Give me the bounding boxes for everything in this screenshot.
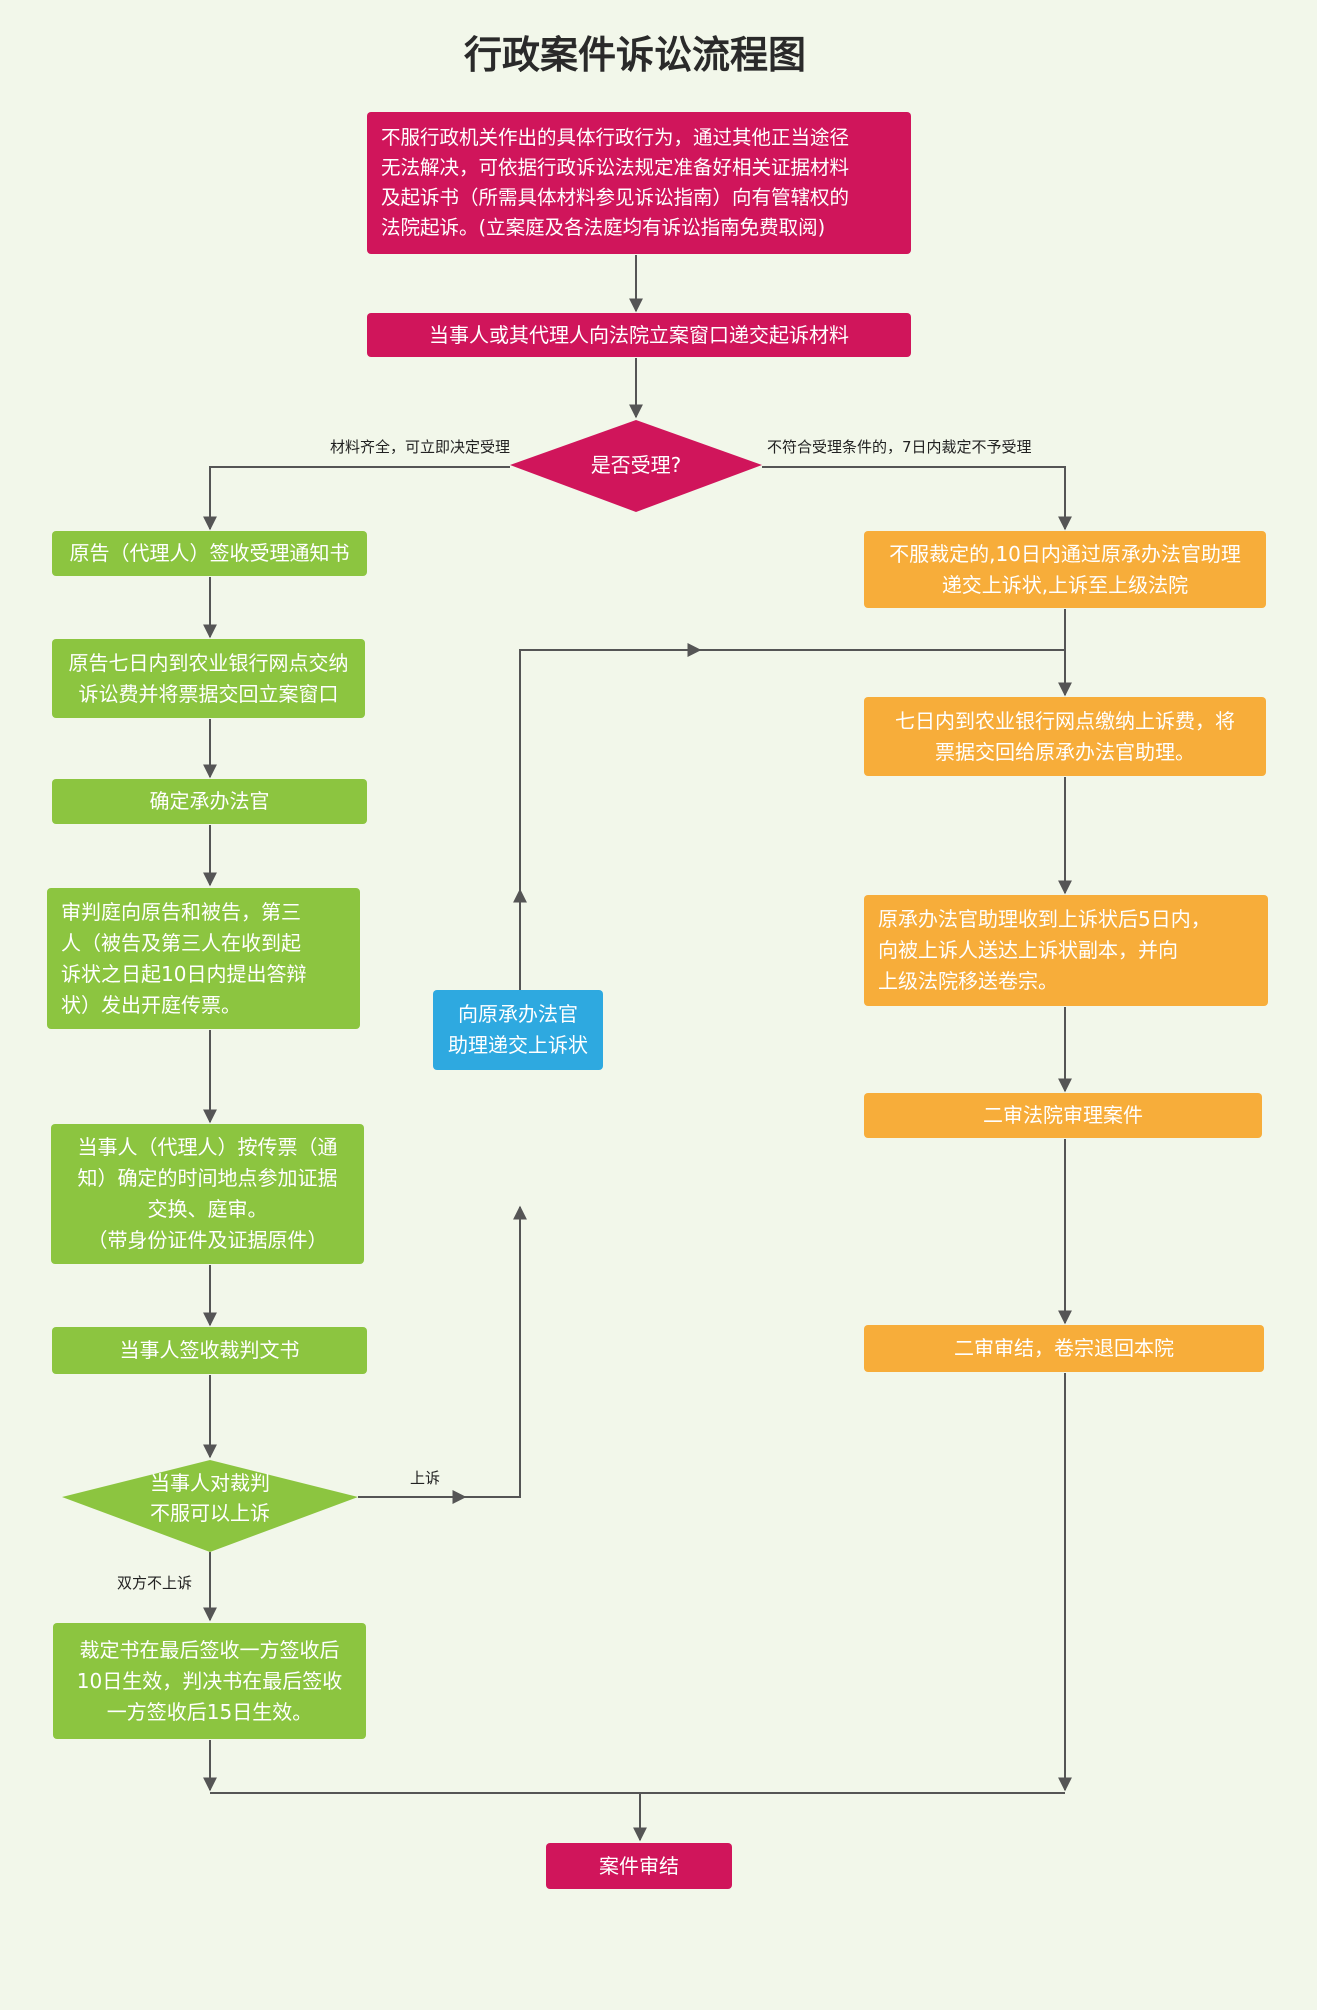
appeal-decision-label: 当事人对裁判 不服可以上诉: [150, 1471, 270, 1525]
summons-node: 审判庭向原告和被告，第三 人（被告及第三人在收到起 诉状之日起10日内提出答辩 …: [47, 888, 360, 1029]
pay-fee-node: 原告七日内到农业银行网点交纳 诉讼费并将票据交回立案窗口: [52, 639, 365, 718]
edge-label-accept: 材料齐全，可立即决定受理: [330, 438, 511, 456]
edge-reject: [762, 466, 1072, 531]
effective-node: 裁定书在最后签收一方签收后 10日生效，判决书在最后签收 一方签收后15日生效。: [53, 1623, 366, 1739]
accept-decision-label: 是否受理?: [590, 453, 682, 477]
sign-judgment-node: 当事人签收裁判文书: [52, 1327, 367, 1374]
assign-judge-node: 确定承办法官: [52, 779, 367, 824]
attend-trial-node: 当事人（代理人）按传票（通 知）确定的时间地点参加证据 交换、庭审。 （带身份证…: [51, 1124, 364, 1264]
decision-diamond-appeal: [62, 1460, 358, 1552]
edge-label-no-appeal: 双方不上诉: [117, 1574, 193, 1592]
second-trial-node: 二审法院审理案件: [864, 1093, 1262, 1138]
page-title: 行政案件诉讼流程图: [463, 33, 806, 77]
appeal-fee-node: 七日内到农业银行网点缴纳上诉费，将 票据交回给原承办法官助理。: [864, 697, 1266, 776]
edge-label-reject: 不符合受理条件的，7日内裁定不予受理: [767, 438, 1032, 456]
edge-accept: [203, 466, 510, 531]
edge-loop-top: [519, 643, 702, 890]
receive-notice-node: 原告（代理人）签收受理通知书: [52, 531, 367, 576]
second-close-node: 二审审结，卷宗退回本院: [864, 1325, 1264, 1372]
submit-node: 当事人或其代理人向法院立案窗口递交起诉材料: [367, 313, 911, 357]
edge-label-appeal: 上诉: [410, 1469, 441, 1487]
appeal-reject-node: 不服裁定的,10日内通过原承办法官助理 递交上诉状,上诉至上级法院: [864, 531, 1266, 608]
edge-appeal-up: [465, 1205, 527, 1498]
decision-diamond-accept: [510, 420, 762, 512]
transfer-node: 原承办法官助理收到上诉状后5日内， 向被上诉人送达上诉状副本，并向 上级法院移送…: [864, 895, 1268, 1006]
submit-appeal-node: 向原承办法官 助理递交上诉状: [433, 990, 603, 1070]
end-node: 案件审结: [546, 1843, 732, 1889]
start-node: 不服行政机关作出的具体行政行为，通过其他正当途径 无法解决，可依据行政诉讼法规定…: [367, 112, 911, 254]
